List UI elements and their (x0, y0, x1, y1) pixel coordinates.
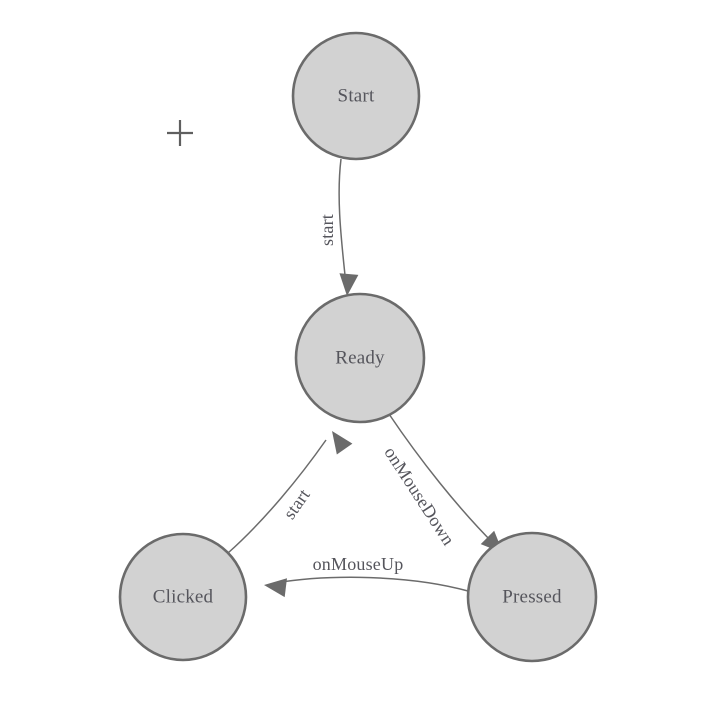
crosshair-marker[interactable] (167, 120, 193, 146)
node-clicked[interactable]: Clicked (118, 532, 248, 662)
edge-label-clicked-to-ready: start (279, 485, 314, 523)
node-label-clicked: Clicked (153, 586, 214, 607)
node-circle-pressed[interactable] (466, 531, 598, 663)
node-circle-start[interactable] (291, 31, 421, 161)
edge-line-clicked-to-ready (227, 439, 327, 554)
arrowhead-pressed-to-clicked (264, 578, 287, 598)
edge-ready-to-pressed[interactable]: onMouseDown (380, 413, 509, 560)
edge-pressed-to-clicked[interactable]: onMouseUp (263, 554, 469, 598)
arrowhead-clicked-to-ready (332, 431, 353, 455)
node-circle-ready[interactable] (294, 292, 426, 424)
node-start[interactable]: Start (291, 31, 421, 161)
edge-line-ready-to-pressed (388, 413, 496, 546)
edge-line-start-to-ready (338, 158, 347, 286)
edge-start-to-ready[interactable]: start (317, 158, 359, 297)
edge-label-pressed-to-clicked: onMouseUp (313, 554, 404, 574)
arrowhead-start-to-ready (339, 273, 359, 296)
edge-label-ready-to-pressed: onMouseDown (380, 443, 458, 549)
node-circle-clicked[interactable] (118, 532, 248, 662)
node-label-ready: Ready (335, 347, 385, 368)
node-ready[interactable]: Ready (294, 292, 426, 424)
node-label-start: Start (338, 85, 375, 106)
node-label-pressed: Pressed (502, 586, 562, 607)
edge-label-start-to-ready: start (317, 214, 337, 246)
edge-line-pressed-to-clicked (274, 576, 469, 592)
node-pressed[interactable]: Pressed (466, 531, 598, 663)
edge-clicked-to-ready[interactable]: start (227, 426, 353, 554)
markers-layer (167, 120, 193, 146)
